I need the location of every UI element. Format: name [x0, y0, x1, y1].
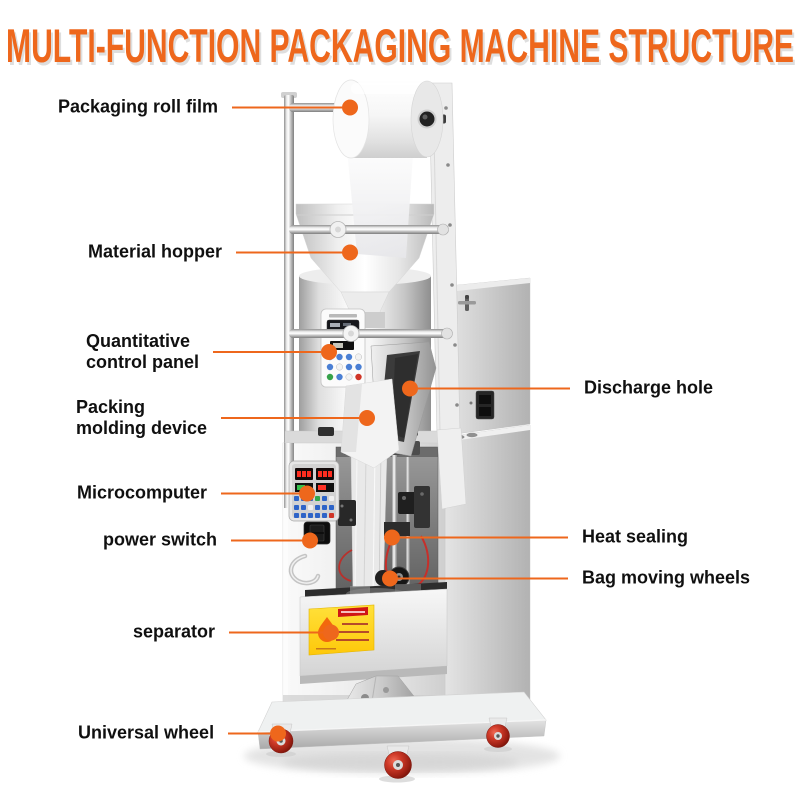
leader-line	[229, 631, 323, 633]
leader-line	[213, 351, 321, 353]
title-area: MULTI-FUNCTION PACKAGING MACHINE STRUCTU…	[6, 19, 794, 72]
caster-wheel-front-center	[379, 745, 415, 783]
label-universal-wheel: Universal wheel	[78, 723, 286, 744]
cabinet-latch	[458, 295, 476, 311]
leader-line	[418, 387, 570, 389]
caster-wheel-right	[484, 717, 512, 752]
label-text: power switch	[103, 529, 218, 550]
marker-dot	[382, 570, 398, 586]
power-socket	[469, 390, 495, 420]
label-text: Heat sealing	[582, 526, 689, 547]
marker-dot	[384, 529, 400, 545]
leader-line	[228, 732, 270, 734]
label-text: Quantitative control panel	[86, 331, 200, 372]
frame-bar-lower	[289, 325, 453, 342]
label-text: Packing molding device	[76, 397, 208, 438]
film-roll-part	[332, 79, 446, 159]
leader-line	[221, 417, 359, 419]
label-packaging-roll-film: Packaging roll film	[58, 97, 358, 118]
caster-wheels	[266, 717, 512, 783]
leader-line	[221, 492, 299, 494]
label-material-hopper: Material hopper	[88, 242, 358, 263]
label-microcomputer: Microcomputer	[77, 483, 315, 504]
label-separator: separator	[133, 622, 339, 643]
marker-dot	[359, 410, 375, 426]
marker-dot	[302, 532, 318, 548]
leader-line	[398, 577, 568, 579]
page-title: MULTI-FUNCTION PACKAGING MACHINE STRUCTU…	[6, 19, 794, 72]
handle	[288, 553, 321, 586]
separator-box	[299, 582, 448, 684]
label-packing-molding-device: Packing molding device	[76, 397, 375, 439]
warning-sticker	[308, 604, 375, 656]
frame-bar-middle	[289, 221, 449, 238]
label-text: Material hopper	[88, 241, 223, 262]
microcomputer-buttons	[294, 496, 334, 518]
marker-dot	[323, 624, 339, 640]
leader-line	[232, 106, 342, 108]
label-text: Microcomputer	[77, 482, 208, 503]
label-discharge-hole: Discharge hole	[402, 378, 713, 399]
leader-line	[236, 251, 342, 253]
label-text: Bag moving wheels	[582, 567, 751, 588]
label-bag-moving-wheels: Bag moving wheels	[382, 568, 750, 589]
label-power-switch: power switch	[103, 530, 318, 551]
leader-line	[231, 539, 302, 541]
frame-right-post	[428, 82, 461, 435]
marker-dot	[321, 344, 337, 360]
label-quantitative-control-panel: Quantitative control panel	[86, 331, 337, 373]
marker-dot	[342, 99, 358, 115]
marker-dot	[402, 380, 418, 396]
label-text: Universal wheel	[78, 722, 215, 743]
label-heat-sealing: Heat sealing	[384, 527, 688, 548]
label-text: Discharge hole	[584, 377, 714, 398]
leader-line	[400, 536, 568, 538]
marker-dot	[342, 244, 358, 260]
roll-axle	[419, 111, 435, 127]
label-text: separator	[133, 621, 216, 642]
marker-dot	[299, 485, 315, 501]
back-cabinet	[447, 277, 531, 436]
marker-dot	[270, 725, 286, 741]
label-text: Packaging roll film	[58, 96, 219, 117]
